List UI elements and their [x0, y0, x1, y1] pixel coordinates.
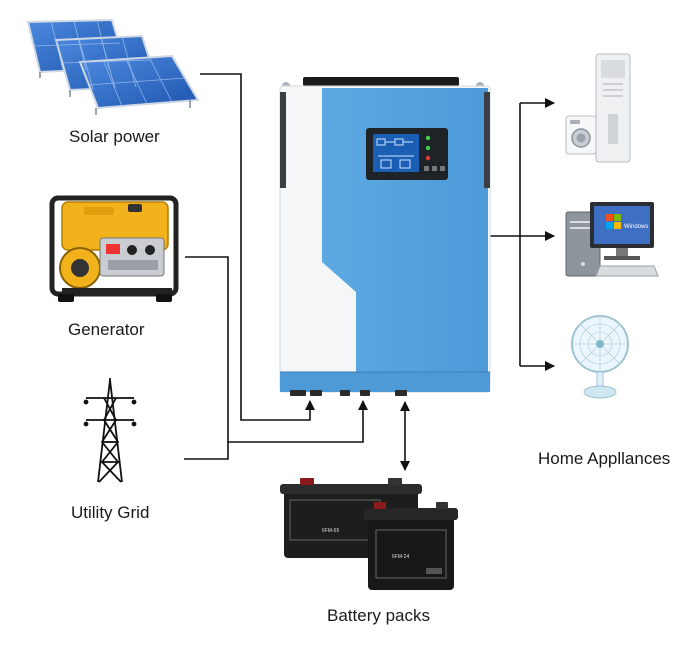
fan-icon [571, 315, 629, 399]
battery-large-label: 6FM-65 [322, 528, 339, 534]
computer-screen-text: Windows [624, 224, 648, 230]
solar-line [200, 73, 315, 421]
battery-icon: 6FM-65 6FM-24 [280, 478, 458, 590]
battery-small: 6FM-24 [364, 502, 458, 590]
solar-panel-icon [26, 18, 200, 115]
home-appliances-label: Home Appllances [538, 449, 671, 468]
grid-line [184, 442, 229, 460]
refrigerator-icon [565, 53, 631, 163]
connection-lines [184, 73, 555, 471]
computer-icon: Windows [565, 202, 659, 277]
solar-power-label: Solar power [69, 127, 160, 146]
power-tower-icon [83, 378, 137, 483]
inverter-ports [290, 390, 407, 396]
battery-packs-label: Battery packs [327, 606, 430, 625]
inverter-unit [279, 77, 491, 396]
utility-grid-label: Utility Grid [71, 503, 150, 522]
washer-icon [565, 115, 597, 155]
battery-small-label: 6FM-24 [392, 554, 409, 560]
solar-panel-front [78, 54, 200, 115]
generator-label: Generator [68, 320, 145, 339]
generator-icon [49, 195, 179, 302]
inverter-display [366, 128, 448, 180]
